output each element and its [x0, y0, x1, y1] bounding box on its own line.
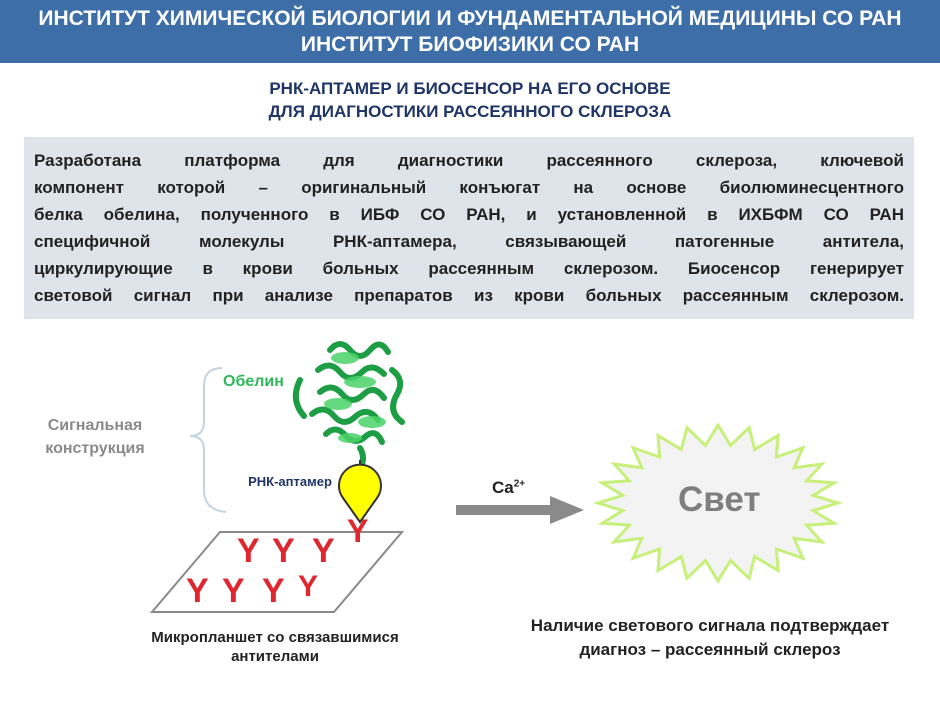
aptamer-label: РНК-аптамер [248, 474, 332, 489]
antibody-icon: Y [237, 532, 260, 570]
light-label: Свет [678, 480, 761, 519]
calcium-symbol: Ca [492, 478, 514, 497]
result-caption: Наличие светового сигнала подтверждает д… [530, 616, 890, 659]
antibody-icon: Y [272, 532, 295, 570]
description-line: белка обелина, полученного в ИБФ СО РАН,… [34, 205, 904, 224]
antibody-group: Y Y Y Y Y Y Y Y [186, 513, 368, 610]
description-box: Разработана платформа для диагностики ра… [24, 137, 914, 319]
reaction-arrow-icon [456, 496, 584, 524]
title-line-1: РНК-АПТАМЕР И БИОСЕНСОР НА ЕГО ОСНОВЕ [269, 79, 671, 98]
obelin-label: Обелин [223, 373, 284, 390]
institutes-header: ИНСТИТУТ ХИМИЧЕСКОЙ БИОЛОГИИ И ФУНДАМЕНТ… [0, 0, 940, 63]
description-line: специфичной молекулы РНК-аптамера, связы… [34, 232, 904, 251]
calcium-label: Ca2+ [492, 478, 525, 498]
calcium-charge: 2+ [513, 478, 526, 490]
description-line: циркулирующие в крови больных рассеянным… [34, 259, 904, 278]
header-line-2: ИНСТИТУТ БИОФИЗИКИ СО РАН [300, 33, 640, 56]
antibody-icon: Y [262, 572, 285, 610]
bound-antibody-icon: Y [347, 513, 368, 549]
page-title: РНК-АПТАМЕР И БИОСЕНСОР НА ЕГО ОСНОВЕ ДЛ… [0, 77, 940, 123]
antibody-icon: Y [186, 572, 209, 610]
aptamer-icon [338, 463, 382, 524]
diagram-artwork: Y Y Y Y Y Y Y Y [149, 341, 844, 613]
antibody-icon: Y [312, 532, 335, 570]
microplate-caption: Микропланшет со связавшимися антителами [151, 629, 399, 665]
description-line: компонент которой – оригинальный конъюга… [34, 178, 904, 197]
signal-construct-brace [189, 367, 227, 513]
biosensor-diagram: Y Y Y Y Y Y Y Y Сигнальная конструкция О… [0, 330, 940, 705]
description-line: Разработана платформа для диагностики ра… [34, 151, 904, 170]
antibody-icon: Y [298, 570, 318, 603]
header-line-1: ИНСТИТУТ ХИМИЧЕСКОЙ БИОЛОГИИ И ФУНДАМЕНТ… [38, 7, 902, 30]
description-line: световой сигнал при анализе препаратов и… [34, 286, 904, 305]
microplate-icon [149, 531, 405, 613]
light-burst-icon [592, 422, 844, 584]
title-line-2: ДЛЯ ДИАГНОСТИКИ РАССЕЯННОГО СКЛЕРОЗА [268, 102, 672, 121]
antibody-icon: Y [222, 572, 245, 610]
signal-construct-label: Сигнальная конструкция [45, 417, 145, 457]
